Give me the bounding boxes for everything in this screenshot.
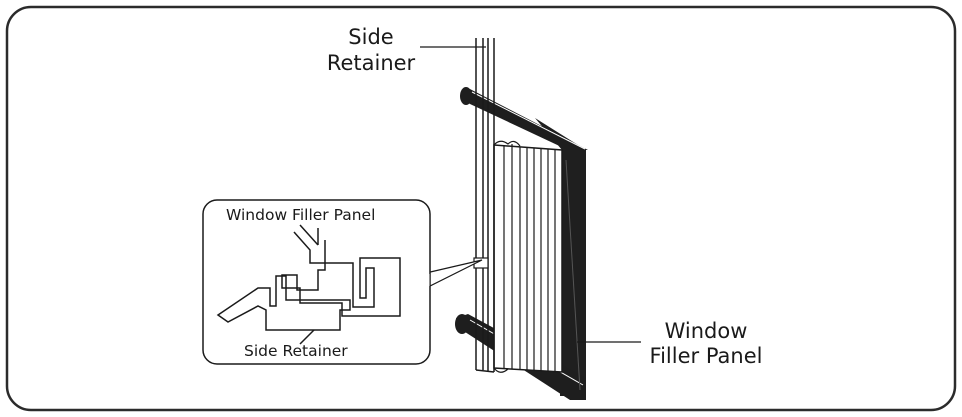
detail-cross-section: [216, 224, 401, 345]
window-assembly-illustration: [455, 38, 588, 400]
filler-panel-label-line2: Filler Panel: [650, 344, 763, 368]
filler-panel-label-line1: Window: [665, 319, 748, 343]
diagram-frame: [5, 5, 957, 412]
detail-callout: Window Filler Panel Side Retainer: [202, 199, 483, 365]
side-retainer-label-line2: Retainer: [327, 51, 416, 75]
detail-panel-label: Window Filler Panel: [226, 206, 375, 224]
side-retainer-label-line1: Side: [348, 25, 393, 49]
detail-retainer-label: Side Retainer: [244, 342, 348, 360]
